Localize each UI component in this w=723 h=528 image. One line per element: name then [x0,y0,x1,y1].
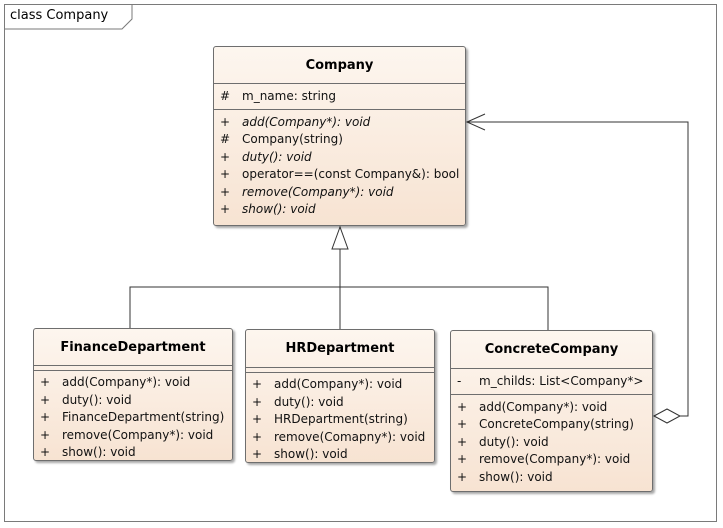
operation: + ConcreteCompany(string) [451,416,652,434]
operation: + show(): void [34,444,232,462]
operation: + add(Company*): void [246,376,434,394]
operation: + show(): void [246,446,434,464]
class-company[interactable]: Company # m_name: string + add(Company*)… [213,46,466,226]
operation-signature: ConcreteCompany(string) [479,417,634,431]
operation-signature: show(): void [479,469,553,484]
attributes-section: # m_name: string [214,84,465,110]
operation: + add(Company*): void [451,399,652,417]
operation: # Company(string) [214,131,465,149]
operation: + duty(): void [246,394,434,412]
class-name: Company [214,47,465,84]
aggregation-diamond [652,408,682,424]
attributes-section [246,368,434,373]
visibility-marker: - [457,374,462,388]
operation-signature: FinanceDepartment(string) [62,410,225,424]
operation-signature: show(): void [242,202,316,216]
operation-signature: Company(string) [242,132,343,146]
visibility-marker: + [457,469,468,484]
visibility-marker: + [220,149,231,164]
attribute: # m_name: string [214,88,465,106]
operation-signature: duty(): void [62,392,132,407]
visibility-marker: + [40,445,51,459]
generalization-line-finance [129,286,340,328]
visibility-marker: + [40,392,51,407]
visibility-marker: + [457,417,468,431]
visibility-marker: # [220,132,231,146]
operation-signature: duty(): void [242,149,312,164]
visibility-marker: + [220,184,231,199]
operation: + add(Company*): void [214,114,465,132]
visibility-marker: + [252,377,263,391]
operation: + show(): void [451,469,652,487]
visibility-marker: + [457,434,468,449]
frame-title: class Company [10,8,109,23]
visibility-marker: + [40,427,51,442]
operation-signature: remove(Company*): void [242,184,394,199]
class-concrete-company[interactable]: ConcreteCompany - m_childs: List<Company… [450,330,653,492]
class-name: ConcreteCompany [451,331,652,369]
operation: + HRDepartment(string) [246,411,434,429]
operations-section: + add(Company*): void + duty(): void + F… [34,371,232,465]
class-hr-department[interactable]: HRDepartment + add(Company*): void + dut… [245,329,435,463]
operations-section: + add(Company*): void + duty(): void + H… [246,373,434,467]
operation: + remove(Company*): void [34,427,232,445]
aggregation-arrowhead [465,113,486,131]
attributes-section [34,366,232,371]
attributes-section: - m_childs: List<Company*> [451,369,652,395]
operations-section: + add(Company*): void # Company(string) … [214,110,465,222]
class-name: HRDepartment [246,330,434,368]
visibility-marker: + [252,394,263,409]
operation-signature: add(Company*): void [62,375,191,389]
operation: + show(): void [214,201,465,219]
operation-signature: duty(): void [479,434,549,449]
visibility-marker: + [457,452,468,466]
visibility-marker: + [252,412,263,426]
visibility-marker: + [220,202,231,216]
generalization-arrowhead [331,225,349,250]
class-name: FinanceDepartment [34,329,232,366]
visibility-marker: + [252,429,263,444]
class-finance-department[interactable]: FinanceDepartment + add(Company*): void … [33,328,233,461]
visibility-marker: + [252,447,263,461]
operation: + remove(Company*): void [451,451,652,469]
operation-signature: remove(Company*): void [62,427,214,442]
visibility-marker: + [457,399,468,414]
generalization-line-concrete [340,286,549,330]
operation-signature: remove(Company*): void [479,452,631,466]
operation-signature: show(): void [62,445,136,459]
operation-signature: add(Company*): void [479,399,608,414]
operation-signature: show(): void [274,447,348,461]
operation: + remove(Company*): void [214,184,465,202]
operation: + duty(): void [214,149,465,167]
operation-signature: duty(): void [274,394,344,409]
attribute-signature: m_name: string [242,89,337,103]
visibility-marker: + [220,167,231,181]
operation: + operator==(const Company&): bool [214,166,465,184]
operation-signature: HRDepartment(string) [274,412,408,426]
visibility-marker: + [40,375,51,389]
operation: + add(Company*): void [34,374,232,392]
visibility-marker: # [220,89,231,103]
operations-section: + add(Company*): void + ConcreteCompany(… [451,395,652,490]
operation: + duty(): void [451,434,652,452]
visibility-marker: + [220,114,231,129]
operation: + FinanceDepartment(string) [34,409,232,427]
operation-signature: operator==(const Company&): bool [242,167,460,181]
attribute: - m_childs: List<Company*> [451,373,652,391]
visibility-marker: + [40,410,51,424]
operation-signature: remove(Comapny*): void [274,429,426,444]
frame-tab [4,4,133,30]
aggregation-line [467,121,689,417]
operation: + duty(): void [34,392,232,410]
diagram-frame [4,4,717,522]
attribute-signature: m_childs: List<Company*> [479,374,644,388]
operation-signature: add(Company*): void [274,377,403,391]
operation: + remove(Comapny*): void [246,429,434,447]
operation-signature: add(Company*): void [242,114,371,129]
